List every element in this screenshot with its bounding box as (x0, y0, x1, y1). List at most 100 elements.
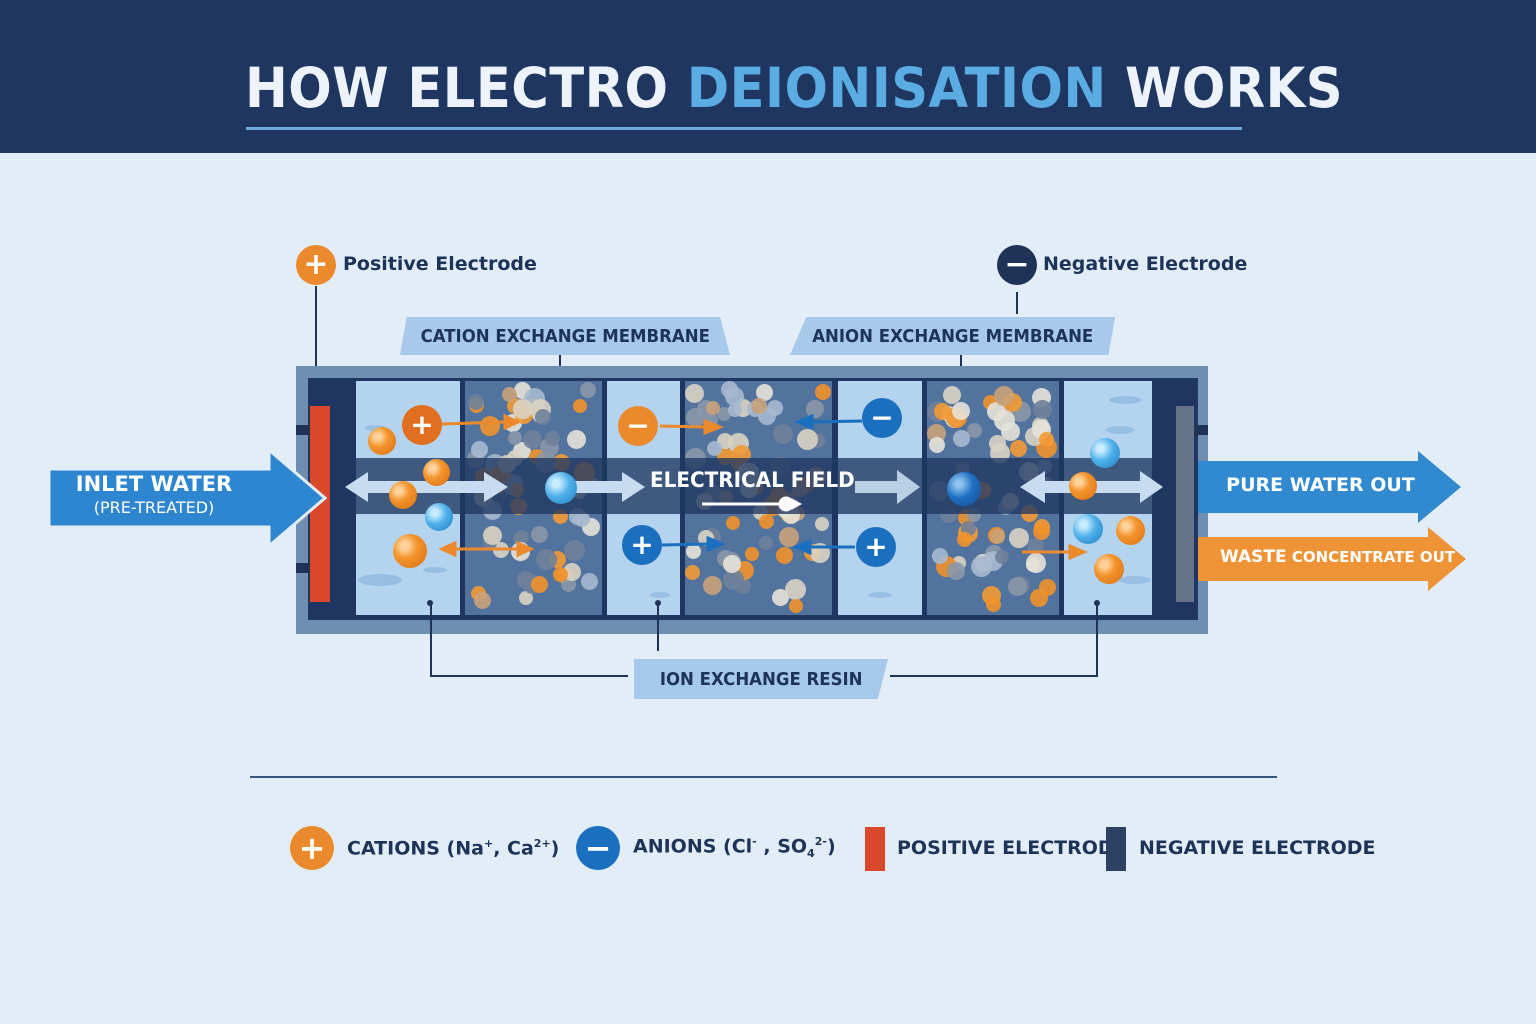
field-arrow (855, 470, 920, 504)
inlet-title: INLET WATER (75, 472, 233, 496)
resin-bead (706, 401, 720, 415)
resin-bead (994, 386, 1014, 406)
electrode-tab (296, 563, 310, 573)
resin-bead (1033, 400, 1052, 419)
cation-particle (389, 481, 417, 509)
title-part-1: HOW ELECTRO (245, 56, 687, 120)
title-accent: DEIONISATION (686, 56, 1107, 120)
resin-bead (947, 562, 965, 580)
resin-bead (573, 399, 587, 413)
anion-particle (1073, 514, 1103, 544)
resin-bead (815, 384, 831, 400)
positive-electrode-label: Positive Electrode (343, 253, 537, 275)
resin-bead (957, 532, 972, 547)
resin-bead (989, 435, 1006, 452)
cation-migration-arrow (441, 420, 506, 426)
resin-bead (545, 431, 560, 446)
resin-bead (580, 382, 596, 398)
legend-divider (250, 776, 1277, 778)
pure-water-label: PURE WATER OUT (1226, 474, 1415, 496)
resin-bead (772, 589, 789, 606)
negative-electrode-plate (1176, 406, 1194, 602)
resin-leader-right-h (890, 675, 1098, 677)
resin-bead (1030, 589, 1048, 607)
resin-bead (751, 398, 767, 414)
pure-water-out-arrow: PURE WATER OUT (1198, 451, 1463, 523)
cation-icon: + (622, 525, 662, 565)
plus-glyph: + (298, 829, 326, 867)
resin-bead (995, 550, 1009, 564)
resin-bead (581, 573, 598, 590)
resin-bead (531, 576, 548, 593)
resin-bead (943, 386, 961, 404)
anion-icon: − (862, 398, 902, 438)
resin-bead (723, 555, 741, 573)
waste-label-bold: WASTE (1220, 547, 1287, 567)
resin-bead (932, 548, 948, 564)
resin-leader-left (430, 605, 432, 677)
resin-bead (728, 403, 742, 417)
inlet-subtitle: (PRE-TREATED) (93, 498, 215, 517)
resin-bead (934, 403, 951, 420)
minus-icon: − (997, 245, 1037, 285)
resin-bead (468, 394, 484, 410)
plus-glyph: + (410, 408, 434, 441)
resin-bead (564, 540, 585, 561)
resin-bead (567, 430, 586, 449)
resin-bead (523, 430, 542, 449)
resin-bead (1009, 528, 1029, 548)
resin-bead (723, 569, 744, 590)
minus-glyph: − (1004, 247, 1030, 282)
anion-particle (1090, 438, 1120, 468)
resin-bead (483, 526, 502, 545)
resin-leader-center (657, 605, 659, 651)
electrical-field-label: ELECTRICAL FIELD (650, 468, 855, 492)
resin-bead (703, 576, 722, 595)
resin-bead (707, 441, 722, 456)
resin-bead (1039, 432, 1054, 447)
resin-bead (725, 387, 744, 406)
resin-bead (1026, 553, 1046, 573)
resin-bead (971, 556, 992, 577)
resin-bead (745, 547, 759, 561)
resin-bead (574, 511, 590, 527)
electrode-tab (1194, 425, 1208, 435)
resin-bead (531, 526, 548, 543)
resin-bead (815, 517, 829, 531)
resin-bead (1010, 440, 1027, 457)
plus-glyph: + (630, 528, 654, 561)
resin-bead (517, 571, 535, 589)
resin-leader-left-h (430, 675, 628, 677)
cation-particle (1069, 472, 1097, 500)
negative-electrode-swatch (1106, 827, 1126, 871)
resin-bead (953, 430, 970, 447)
resin-bead (779, 527, 799, 547)
resin-bead (1033, 523, 1050, 540)
resin-bead (967, 423, 982, 438)
waste-concentrate-arrow: WASTE CONCENTRATE OUT (1198, 527, 1468, 591)
resin-bead (1008, 577, 1027, 596)
minus-glyph: − (626, 409, 650, 442)
anion-migration-arrow (659, 424, 706, 429)
resin-bead (519, 591, 533, 605)
field-indicator-dot (778, 496, 794, 512)
cation-particle (1094, 554, 1124, 584)
minus-glyph: − (584, 829, 612, 867)
anion-particle (545, 472, 577, 504)
resin-bead (776, 547, 793, 564)
resin-bead (756, 384, 773, 401)
resin-bead (990, 529, 1005, 544)
resin-bead (686, 408, 705, 427)
resin-bead (686, 544, 701, 559)
ion-exchange-resin-banner: ION EXCHANGE RESIN (634, 659, 888, 699)
cation-icon: + (402, 405, 442, 445)
resin-bead (508, 431, 522, 445)
electrode-tab (296, 425, 310, 435)
resin-bead (767, 400, 783, 416)
plus-icon: + (296, 245, 336, 285)
resin-bead (806, 400, 824, 418)
negative-electrode-label: Negative Electrode (1043, 253, 1248, 275)
legend-positive-electrode: POSITIVE ELECTRODE (897, 837, 1127, 859)
cation-icon: + (856, 527, 896, 567)
negative-electrode-leader (1016, 292, 1018, 314)
